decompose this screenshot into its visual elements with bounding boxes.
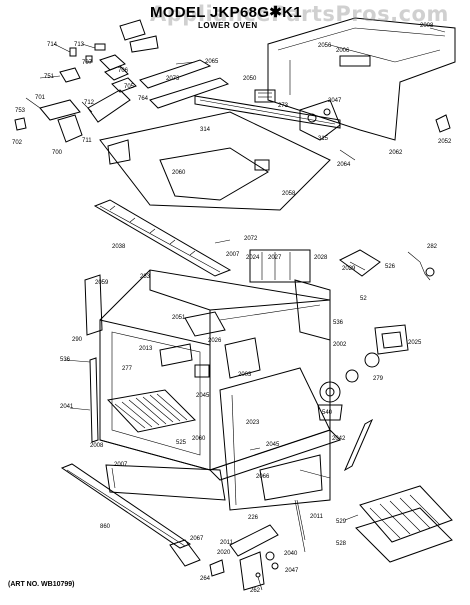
oven-cavity <box>84 249 331 471</box>
section-subtitle: LOWER OVEN <box>198 21 258 30</box>
part-label: 277 <box>122 366 133 372</box>
part-label: 540 <box>322 410 333 416</box>
part-label: 707 <box>82 60 93 66</box>
part-label: 279 <box>373 376 384 382</box>
part-label: 2059 <box>95 280 109 286</box>
part-label: 2028 <box>314 255 328 261</box>
model-number: MODEL JKP68G <box>150 4 270 21</box>
part-label: 2072 <box>244 236 258 242</box>
front-frame-bar <box>93 199 232 277</box>
part-label: 2026 <box>208 338 222 344</box>
part-label: 2011 <box>310 514 324 520</box>
part-label: 2051 <box>172 315 186 321</box>
part-label: 315 <box>318 136 329 142</box>
part-label: 753 <box>15 108 26 114</box>
part-label: 2003 <box>238 372 252 378</box>
part-label: 2038 <box>112 244 126 250</box>
part-label: 2052 <box>438 139 452 145</box>
part-label: 290 <box>72 337 83 343</box>
part-label: 2058 <box>282 191 296 197</box>
model-suffix: K1 <box>282 4 302 21</box>
part-label: 751 <box>44 74 55 80</box>
part-label: 2073 <box>166 76 180 82</box>
latch-parts <box>14 19 159 143</box>
part-label: 529 <box>336 519 347 525</box>
part-label: 314 <box>200 127 211 133</box>
part-label: 262 <box>250 588 261 594</box>
part-label: 2029 <box>342 266 356 272</box>
inner-parts <box>159 249 435 421</box>
part-label: 764 <box>138 96 149 102</box>
part-label: 2060 <box>192 436 206 442</box>
part-label: 2065 <box>205 59 219 65</box>
part-label: 714 <box>47 42 58 48</box>
part-label: 526 <box>385 264 396 270</box>
part-label: 701 <box>35 95 46 101</box>
part-label: 52 <box>360 296 367 302</box>
asterisk-icon: ✱ <box>269 4 283 21</box>
top-rails <box>139 59 341 129</box>
part-label: 264 <box>200 576 211 582</box>
part-label: 2023 <box>246 420 260 426</box>
part-label: 2040 <box>284 551 298 557</box>
part-label: 711 <box>82 138 92 144</box>
part-label: 2007 <box>226 252 240 258</box>
part-label: 2027 <box>268 255 282 261</box>
part-label: 2007 <box>114 462 128 468</box>
part-labels: 714 713 707 706 751 705 701 712 764 753 … <box>12 23 452 594</box>
part-label: 2041 <box>60 404 74 410</box>
part-label: 226 <box>248 515 259 521</box>
part-label: 700 <box>52 150 63 156</box>
part-label: 2056 <box>318 43 332 49</box>
part-label: 525 <box>176 440 187 446</box>
part-label: 2062 <box>389 150 403 156</box>
part-label: 2013 <box>139 346 153 352</box>
part-label: 2045 <box>266 442 280 448</box>
part-label: 860 <box>100 524 111 530</box>
top-plate <box>99 111 331 211</box>
part-label: 282 <box>427 244 438 250</box>
part-label: 2060 <box>172 170 186 176</box>
part-label: 712 <box>84 100 95 106</box>
part-label: 705 <box>124 84 135 90</box>
oven-rack <box>107 389 197 433</box>
part-label: 536 <box>60 357 71 363</box>
watermark-text: AppliancePartsPros.com <box>150 2 449 26</box>
harness-bracket <box>254 89 341 141</box>
latch-assembly <box>169 524 279 591</box>
part-label: 2067 <box>190 536 204 542</box>
part-label: 2002 <box>333 342 347 348</box>
part-label: 713 <box>74 42 85 48</box>
part-label: 2020 <box>217 550 231 556</box>
part-label: 2008 <box>90 443 104 449</box>
right-side-wall <box>209 367 341 511</box>
part-label: 2042 <box>332 436 346 442</box>
part-label: 2050 <box>243 76 257 82</box>
part-label: 2045 <box>196 393 210 399</box>
art-number: (ART NO. WB10799) <box>8 581 75 588</box>
bottom-trim <box>60 418 374 553</box>
part-label: 2011 <box>220 540 234 546</box>
part-label: 273 <box>278 103 289 109</box>
part-label: 2008 <box>420 23 434 29</box>
part-label: 2047 <box>328 98 342 104</box>
part-label: 2025 <box>408 340 422 346</box>
part-label: 2066 <box>256 474 270 480</box>
part-label: 702 <box>12 140 23 146</box>
part-label: 283 <box>140 274 151 280</box>
part-label: 2006 <box>336 48 350 54</box>
part-label: 2024 <box>246 255 260 261</box>
part-label: 536 <box>333 320 344 326</box>
part-label: 2064 <box>337 162 351 168</box>
leader-lines <box>25 27 446 521</box>
broiler-pan <box>355 485 453 563</box>
part-label: 528 <box>336 541 347 547</box>
part-label: 706 <box>118 68 129 74</box>
rear-panel <box>267 17 456 141</box>
page-title: MODEL JKP68G✱K1 <box>150 3 302 21</box>
part-label: 2047 <box>285 568 299 574</box>
